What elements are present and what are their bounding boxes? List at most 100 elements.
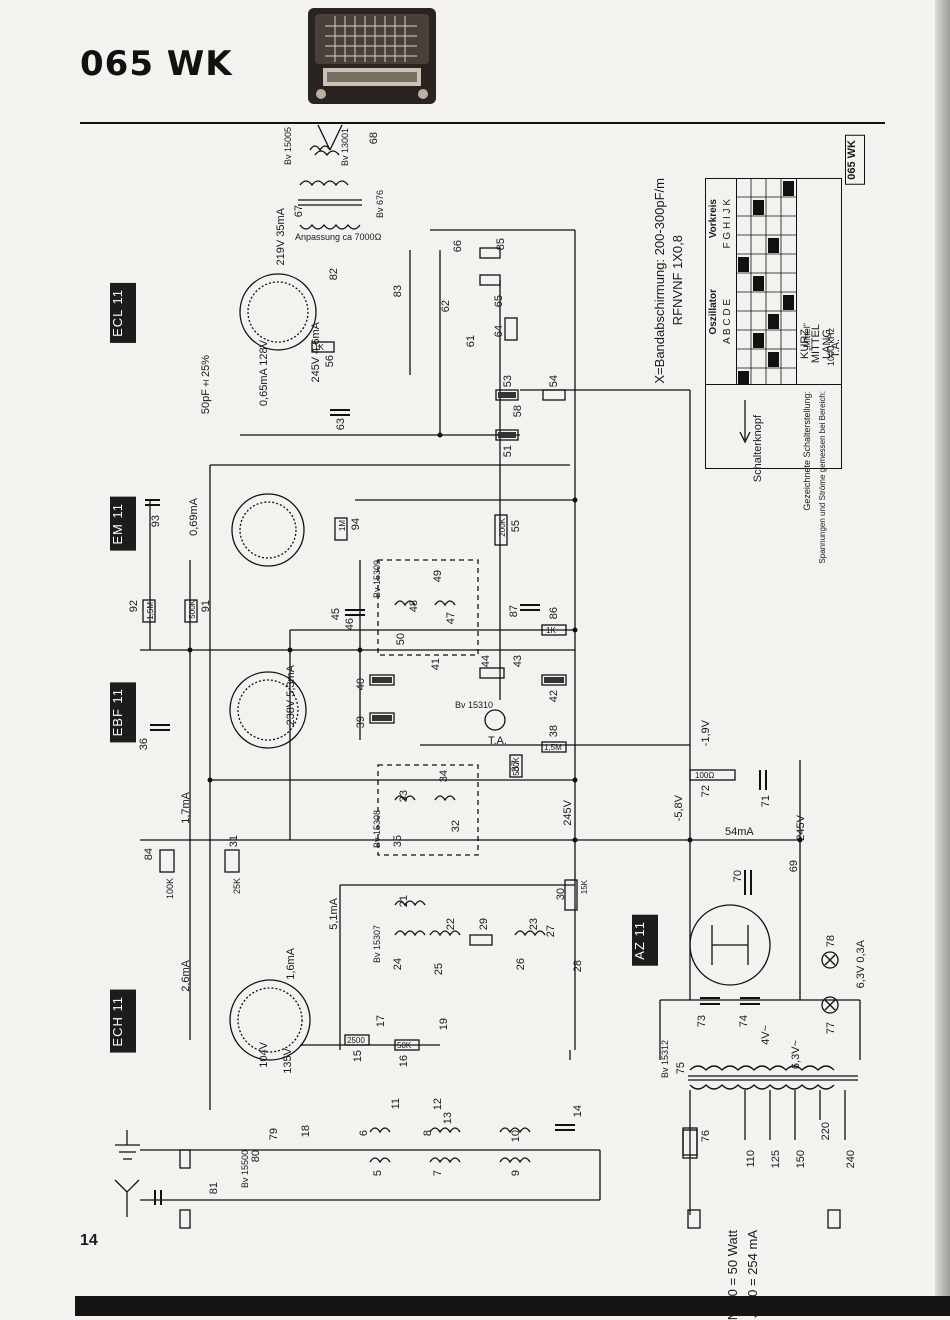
- label-79: 79: [268, 1128, 280, 1141]
- label-40: 40: [355, 678, 367, 691]
- label-43: 43: [512, 655, 524, 668]
- label-13: 13: [442, 1112, 454, 1125]
- label-42: 42: [548, 690, 560, 703]
- label-23: 23: [528, 918, 540, 931]
- partno-bv676: Bv 676: [375, 190, 385, 219]
- resistor-42: [541, 674, 567, 686]
- speaker-match-label: Anpassung ca 7000Ω: [295, 232, 382, 242]
- switch-table: Oszillator Vorkreis A B C D E F G H I J …: [705, 178, 842, 385]
- label-44: 44: [480, 655, 492, 668]
- switch-footer-label: Gezeichnete Schalterstellung:: [802, 391, 812, 511]
- partno-bv15308: Bv 15308: [372, 810, 382, 849]
- label-47: 47: [445, 612, 457, 625]
- switch-footer-value: „Mittel": [802, 323, 812, 351]
- label-48: 48: [408, 600, 420, 613]
- rval-30: 15K: [580, 880, 589, 895]
- meas-ech-grid-v: 104V: [258, 1042, 270, 1068]
- label-38: 38: [548, 725, 560, 738]
- mains-tap-110: 110: [745, 1150, 757, 1168]
- label-33: 33: [398, 790, 410, 803]
- label-92: 92: [128, 600, 140, 613]
- partno-bv15310: Bv 15310: [455, 700, 494, 710]
- resistor-39: [369, 712, 395, 724]
- label-68: 68: [368, 132, 380, 145]
- label-72: 72: [700, 785, 712, 798]
- label-26: 26: [515, 958, 527, 971]
- label-82: 82: [328, 268, 340, 281]
- switch-contact-cell: [753, 333, 764, 348]
- label-84: 84: [143, 848, 155, 861]
- rval-84: 100K: [165, 878, 175, 900]
- meas-ech-cath-v: 135V: [282, 1048, 294, 1074]
- label-53: 53: [502, 375, 514, 388]
- switch-contact-cell: [783, 181, 794, 196]
- switch-letters-pre: F G H I J K: [722, 199, 733, 249]
- switch-group-preselector: Vorkreis: [708, 199, 719, 239]
- label-91: 91: [200, 600, 212, 613]
- rval-72: 100Ω: [695, 771, 715, 780]
- rval-55: 200K: [498, 518, 507, 537]
- pilot-lamp-78: [821, 951, 839, 969]
- label-80: 80: [250, 1150, 262, 1163]
- rval-38: 1,5M: [544, 743, 562, 752]
- label-54: 54: [548, 375, 560, 388]
- resistor-55: [494, 514, 508, 546]
- resistor-37: [509, 754, 523, 778]
- meas-1-7ma: 1,7mA: [180, 792, 192, 824]
- label-81: 81: [208, 1182, 220, 1195]
- meas-ecl-grid: 0,65mA 128V: [258, 340, 270, 407]
- label-21: 21: [398, 895, 410, 908]
- label-10: 10: [510, 1130, 522, 1143]
- meas-footer-label: Spannungen und Ströme gemessen bei Berei…: [818, 391, 827, 564]
- meas-4v: 4V~: [760, 1025, 772, 1045]
- volume-control-44: [479, 667, 505, 679]
- note-band-shield: X=Bandabschirmung: 200-300pF/m: [652, 178, 667, 384]
- label-9: 9: [510, 1170, 522, 1177]
- meas-54ma: 54mA: [725, 826, 754, 838]
- resistor-16: [394, 1039, 420, 1051]
- label-27: 27: [545, 925, 557, 938]
- page-bottom-bar: [75, 1296, 950, 1316]
- switch-group-oscillator: Oszillator: [708, 289, 719, 335]
- meas-footer-value: 1000 kHz: [826, 328, 836, 367]
- resistor-76: [682, 1127, 698, 1159]
- label-73: 73: [696, 1015, 708, 1028]
- label-85: 85: [495, 238, 507, 251]
- ground-symbol: [115, 1130, 140, 1160]
- resistor-53: [495, 389, 519, 401]
- pilot-lamp-77: [821, 996, 839, 1014]
- meas-ech: 1,6mA: [285, 948, 297, 980]
- label-29: 29: [478, 918, 490, 931]
- resistor-15: [344, 1034, 370, 1046]
- rval-31: 25K: [232, 878, 242, 895]
- label-11: 11: [390, 1098, 402, 1110]
- meas-ebf: 238V 5,3mA: [285, 665, 297, 726]
- label-93: 93: [150, 515, 162, 528]
- label-34: 34: [438, 770, 450, 783]
- meas-az-245: 245V: [795, 815, 807, 841]
- rval-92: 1,5M: [146, 602, 155, 620]
- resistor-31: [224, 849, 240, 873]
- tube-ebf11: [229, 671, 307, 749]
- phono-jack: [484, 709, 506, 731]
- meas-2-6ma: 2,6mA: [180, 960, 192, 992]
- mains-tap-125: 125: [770, 1150, 782, 1169]
- model-box: 065 WK: [845, 135, 865, 185]
- resistor-30: [564, 879, 578, 911]
- rval-94: 1M: [338, 520, 347, 532]
- tube-az11: [689, 904, 771, 986]
- tube-ecl11: [239, 273, 317, 351]
- label-19: 19: [438, 1018, 450, 1031]
- label-5: 5: [372, 1170, 384, 1177]
- partno-bv13001: Bv 13001: [340, 128, 350, 167]
- switch-table-header: Oszillator Vorkreis A B C D E F G H I J …: [706, 179, 737, 384]
- label-74: 74: [738, 1015, 750, 1028]
- if-can-bv15308: [377, 764, 479, 856]
- label-25: 25: [433, 963, 445, 976]
- label-77: 77: [825, 1022, 837, 1035]
- label-94: 94: [350, 518, 362, 531]
- label-16: 16: [398, 1055, 410, 1068]
- meas-em-current: 0,69mA: [188, 498, 200, 536]
- resistor-40: [369, 674, 395, 686]
- phono-label: T.A.: [488, 735, 507, 747]
